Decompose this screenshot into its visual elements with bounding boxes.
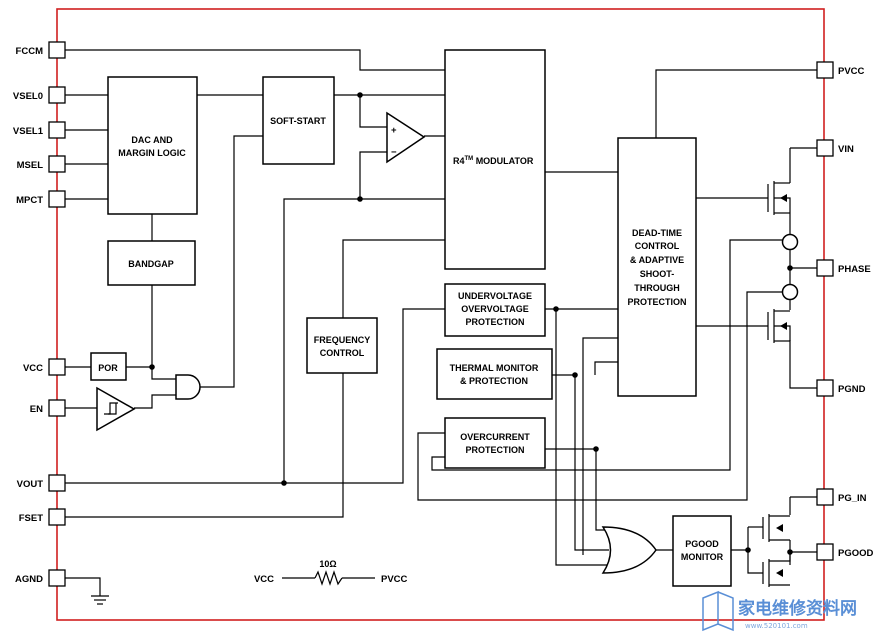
label-fccm: FCCM: [16, 46, 44, 57]
pin-mpct: [48, 190, 66, 208]
pgood-monitor-block: [672, 515, 732, 587]
resistor-pvcc-label: PVCC: [381, 574, 408, 585]
right-pin-labels: PVCC VIN PHASE PGND PG_IN PGOOD: [838, 66, 874, 559]
bandgap-block: [107, 240, 196, 286]
resistor-vcc-label: VCC: [254, 574, 274, 585]
pin-vsel0: [48, 86, 66, 104]
schmitt-symbol: [104, 402, 118, 415]
por-block: [90, 352, 127, 381]
uvov-label-1: UNDERVOLTAGE: [458, 291, 532, 301]
error-amplifier: [386, 111, 426, 164]
pin-msel: [48, 155, 66, 173]
label-vcc: VCC: [23, 363, 43, 374]
schmitt-symbol-2: [108, 403, 117, 415]
soft-start-block: [262, 76, 335, 165]
r4-modulator-block: [444, 49, 546, 270]
left-pins: [48, 41, 66, 587]
left-pin-labels: FCCM VSEL0 VSEL1 MSEL MPCT VCC EN VOUT F…: [13, 46, 44, 585]
pg-in-mosfet: [748, 514, 790, 542]
pin-vcc: [48, 358, 66, 376]
dead-time-control-block: [617, 137, 697, 397]
or-gate: [601, 526, 657, 574]
label-vsel0: VSEL0: [13, 91, 43, 102]
current-sense-high-icon: [781, 233, 799, 251]
label-pvcc: PVCC: [838, 66, 865, 77]
pin-vsel1: [48, 121, 66, 139]
modulator-label: R4TM MODULATOR: [453, 156, 534, 166]
label-agnd: AGND: [15, 574, 43, 585]
watermark-text: 家电维修资料网: [738, 598, 857, 619]
pgood-label-1: PGOOD: [685, 539, 719, 549]
current-sense-low-icon: [781, 283, 799, 301]
pin-pvcc: [816, 61, 834, 79]
label-phase: PHASE: [838, 264, 871, 275]
overcurrent-protection-block: [444, 417, 546, 469]
dt-label-4: SHOOT-: [640, 269, 675, 279]
pgood-label-2: MONITOR: [681, 552, 724, 562]
label-vout: VOUT: [17, 479, 44, 490]
junction-dots: [149, 92, 793, 555]
por-label: POR: [98, 363, 118, 373]
high-side-mosfet: [767, 181, 791, 215]
low-side-mosfet: [767, 309, 791, 343]
pin-fset: [48, 508, 66, 526]
block-labels: DAC AND MARGIN LOGIC SOFT-START R4TM MOD…: [98, 116, 723, 562]
pin-fccm: [48, 41, 66, 59]
watermark-book-page-icon: [717, 591, 734, 632]
label-fset: FSET: [19, 513, 43, 524]
freq-label-2: CONTROL: [320, 348, 365, 358]
pin-vout: [48, 474, 66, 492]
wires: [65, 49, 817, 605]
pin-pgood: [816, 543, 834, 561]
watermark: 家电维修资料网 www.520101.com: [702, 590, 857, 632]
opamp-plus-sign: +: [391, 125, 397, 136]
pin-vin: [816, 139, 834, 157]
dac-label-2: MARGIN LOGIC: [118, 148, 186, 158]
pin-pgnd: [816, 379, 834, 397]
watermark-book-icon: [702, 590, 719, 632]
dt-label-5: THROUGH: [634, 283, 680, 293]
pin-pg-in: [816, 488, 834, 506]
freq-label-1: FREQUENCY: [314, 335, 371, 345]
dt-label-6: PROTECTION: [627, 297, 686, 307]
uvov-label-3: PROTECTION: [465, 317, 524, 327]
dt-label-3: & ADAPTIVE: [630, 255, 684, 265]
resistor-value-label: 10Ω: [319, 559, 336, 569]
and-gate: [175, 374, 201, 400]
watermark-url: www.520101.com: [745, 622, 808, 630]
right-pins: [816, 61, 834, 561]
oc-label-1: OVERCURRENT: [460, 432, 530, 442]
label-pgnd: PGND: [838, 384, 866, 395]
label-en: EN: [30, 404, 43, 415]
soft-start-label: SOFT-START: [270, 116, 326, 126]
chip-boundary: [56, 8, 825, 621]
thermal-label-1: THERMAL MONITOR: [450, 363, 539, 373]
dt-label-1: DEAD-TIME: [632, 228, 682, 238]
pin-phase: [816, 259, 834, 277]
dac-margin-logic-block: [107, 76, 198, 215]
bandgap-label: BANDGAP: [128, 259, 174, 269]
thermal-monitor-block: [436, 348, 553, 400]
label-msel: MSEL: [17, 160, 44, 171]
resistor-symbol: [314, 570, 343, 586]
dac-label-1: DAC AND: [131, 135, 173, 145]
label-vin: VIN: [838, 144, 854, 155]
opamp-minus-sign: −: [391, 147, 397, 158]
label-mpct: MPCT: [16, 195, 43, 206]
dt-label-2: CONTROL: [635, 241, 680, 251]
uv-ov-protection-block: [444, 283, 546, 337]
frequency-control-block: [306, 317, 378, 374]
oc-label-2: PROTECTION: [465, 445, 524, 455]
uvov-label-2: OVERVOLTAGE: [461, 304, 529, 314]
label-pg-in: PG_IN: [838, 493, 867, 504]
label-vsel1: VSEL1: [13, 126, 44, 137]
thermal-label-2: & PROTECTION: [460, 376, 528, 386]
pgood-mosfet: [747, 527, 791, 587]
pin-agnd: [48, 569, 66, 587]
pin-en: [48, 399, 66, 417]
label-pgood: PGOOD: [838, 548, 874, 559]
